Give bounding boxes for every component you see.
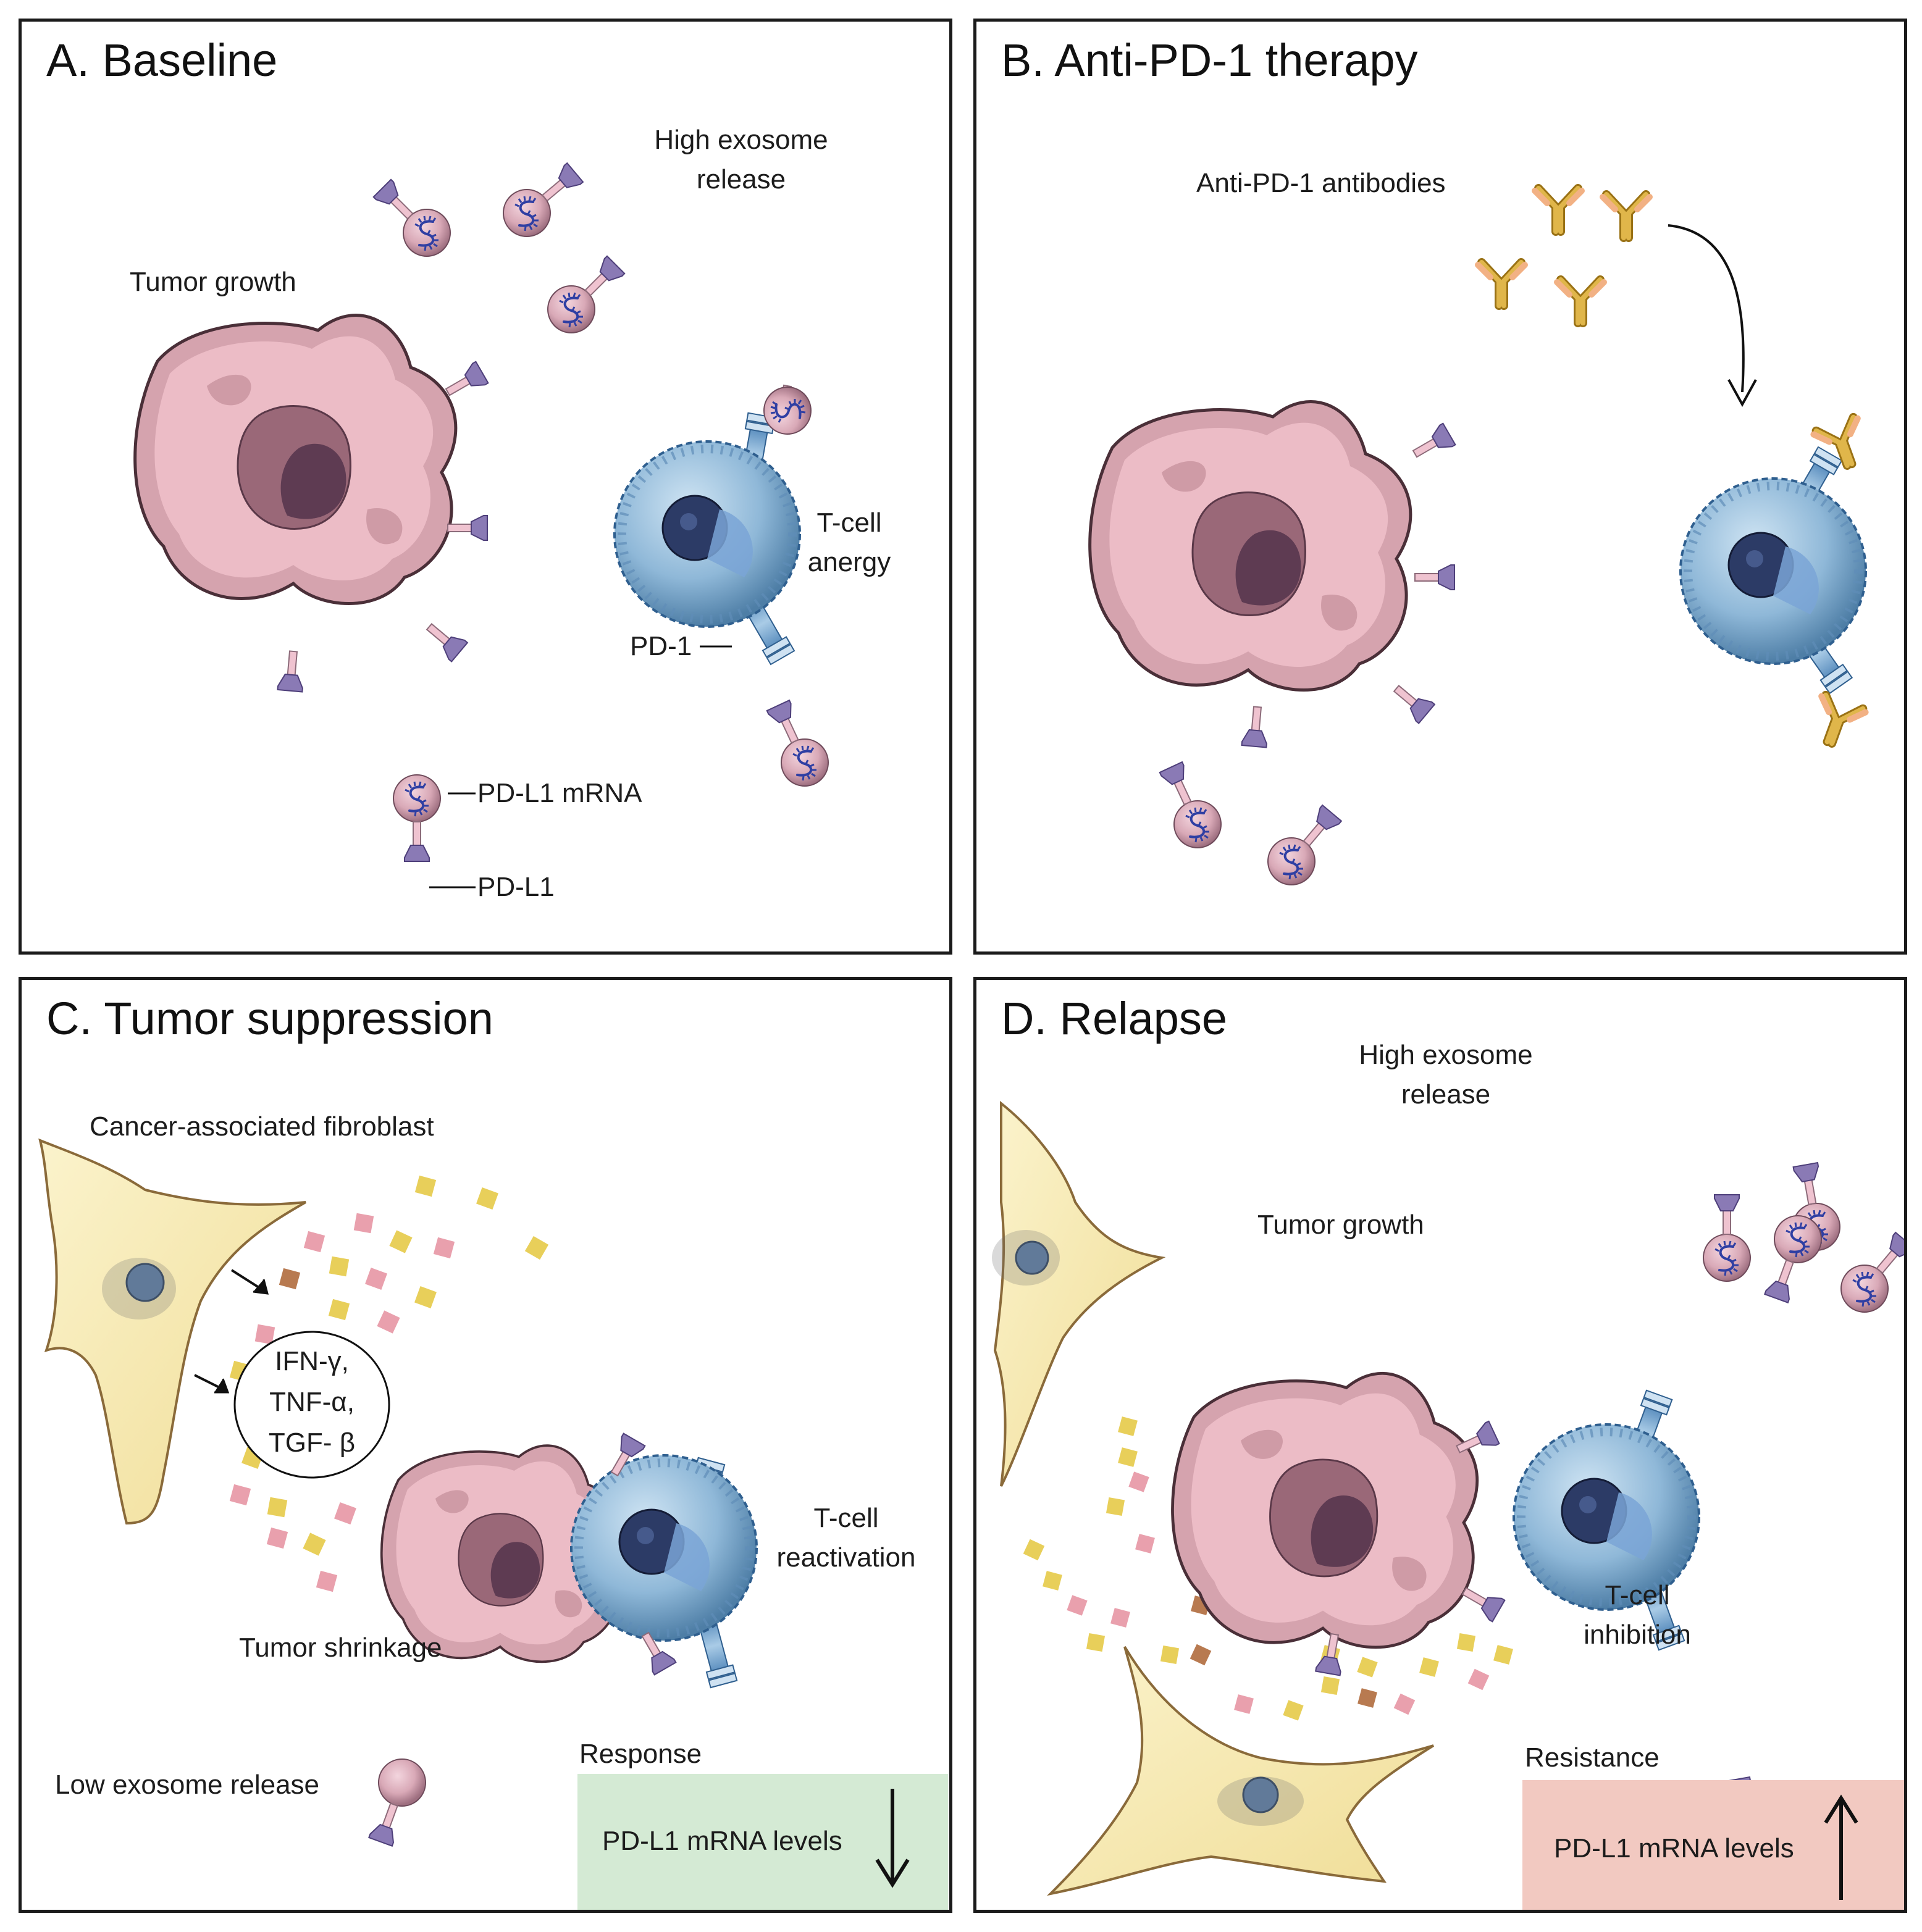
panel-b-title: B. Anti-PD-1 therapy bbox=[1001, 35, 1418, 86]
antibodies-label: Anti-PD-1 antibodies bbox=[1196, 168, 1446, 198]
panel-d-tcell-label: T-cell inhibition bbox=[1563, 1576, 1711, 1655]
panel-d-exosomes-right bbox=[1522, 1215, 1904, 1910]
tcell-reactivation-line2: reactivation bbox=[776, 1542, 916, 1573]
cytokine-tnf: TNF-α, bbox=[269, 1387, 355, 1417]
resistance-mrna-levels: PD-L1 mRNA levels bbox=[1554, 1833, 1794, 1863]
tumor-shrinkage-label: Tumor shrinkage bbox=[239, 1633, 442, 1663]
panel-a-title: A. Baseline bbox=[46, 35, 278, 86]
high-exosome-line1: High exosome bbox=[654, 125, 828, 155]
pdl1-label: PD-L1 bbox=[477, 872, 555, 902]
caf-label: Cancer-associated fibroblast bbox=[90, 1111, 434, 1142]
panel-d-high-exosome-label: High exosome release bbox=[1335, 1035, 1557, 1114]
high-exosome-line2: release bbox=[696, 164, 786, 194]
panel-a: A. Baseline High exosome release bbox=[19, 19, 952, 955]
panel-c: C. Tumor suppression bbox=[19, 977, 952, 1913]
low-exosome-label: Low exosome release bbox=[55, 1770, 320, 1800]
tcell-line2: anergy bbox=[807, 546, 891, 577]
panel-d: D. Relapse bbox=[973, 977, 1907, 1913]
tcell-line1: T-cell bbox=[816, 508, 882, 538]
panel-a-tcell-label: T-cell anergy bbox=[787, 503, 911, 582]
response-label: Response bbox=[579, 1739, 702, 1769]
relapse-cytokine-particles bbox=[1023, 1416, 1513, 1721]
relapse-high-exosome-line2: release bbox=[1401, 1079, 1491, 1110]
panel-b: B. Anti-PD-1 therapy Anti-PD-1 antibodie… bbox=[973, 19, 1907, 955]
cytokine-tgf: TGF- β bbox=[268, 1428, 356, 1458]
pd1-label: PD-1 bbox=[630, 631, 692, 661]
pdl1-mrna-label: PD-L1 mRNA bbox=[477, 778, 642, 808]
tcell-reactivation-line1: T-cell bbox=[813, 1503, 879, 1533]
cytokine-label: IFN-γ, TNF-α, TGF- β bbox=[235, 1341, 389, 1463]
panel-d-tumor-growth-label: Tumor growth bbox=[1257, 1210, 1424, 1240]
cytokine-particles bbox=[229, 1175, 549, 1592]
panel-c-title: C. Tumor suppression bbox=[46, 993, 493, 1044]
response-mrna-levels: PD-L1 mRNA levels bbox=[602, 1826, 842, 1856]
panel-a-high-exosome-label: High exosome release bbox=[630, 120, 852, 199]
panel-d-title: D. Relapse bbox=[1001, 993, 1228, 1044]
panel-a-illustration bbox=[22, 162, 829, 889]
panel-c-illustration bbox=[38, 1138, 948, 1910]
panel-b-illustration bbox=[976, 22, 1907, 886]
panel-d-illustration bbox=[992, 1100, 1904, 1896]
tcell-inhibition-line2: inhibition bbox=[1584, 1619, 1691, 1650]
resistance-label: Resistance bbox=[1525, 1742, 1660, 1773]
cytokine-ifn: IFN-γ, bbox=[275, 1346, 349, 1376]
panel-c-tcell-label: T-cell reactivation bbox=[757, 1499, 936, 1578]
tcell-inhibition-line1: T-cell bbox=[1605, 1580, 1670, 1610]
panel-a-tumor-growth-label: Tumor growth bbox=[130, 267, 296, 297]
relapse-high-exosome-line1: High exosome bbox=[1359, 1040, 1533, 1070]
